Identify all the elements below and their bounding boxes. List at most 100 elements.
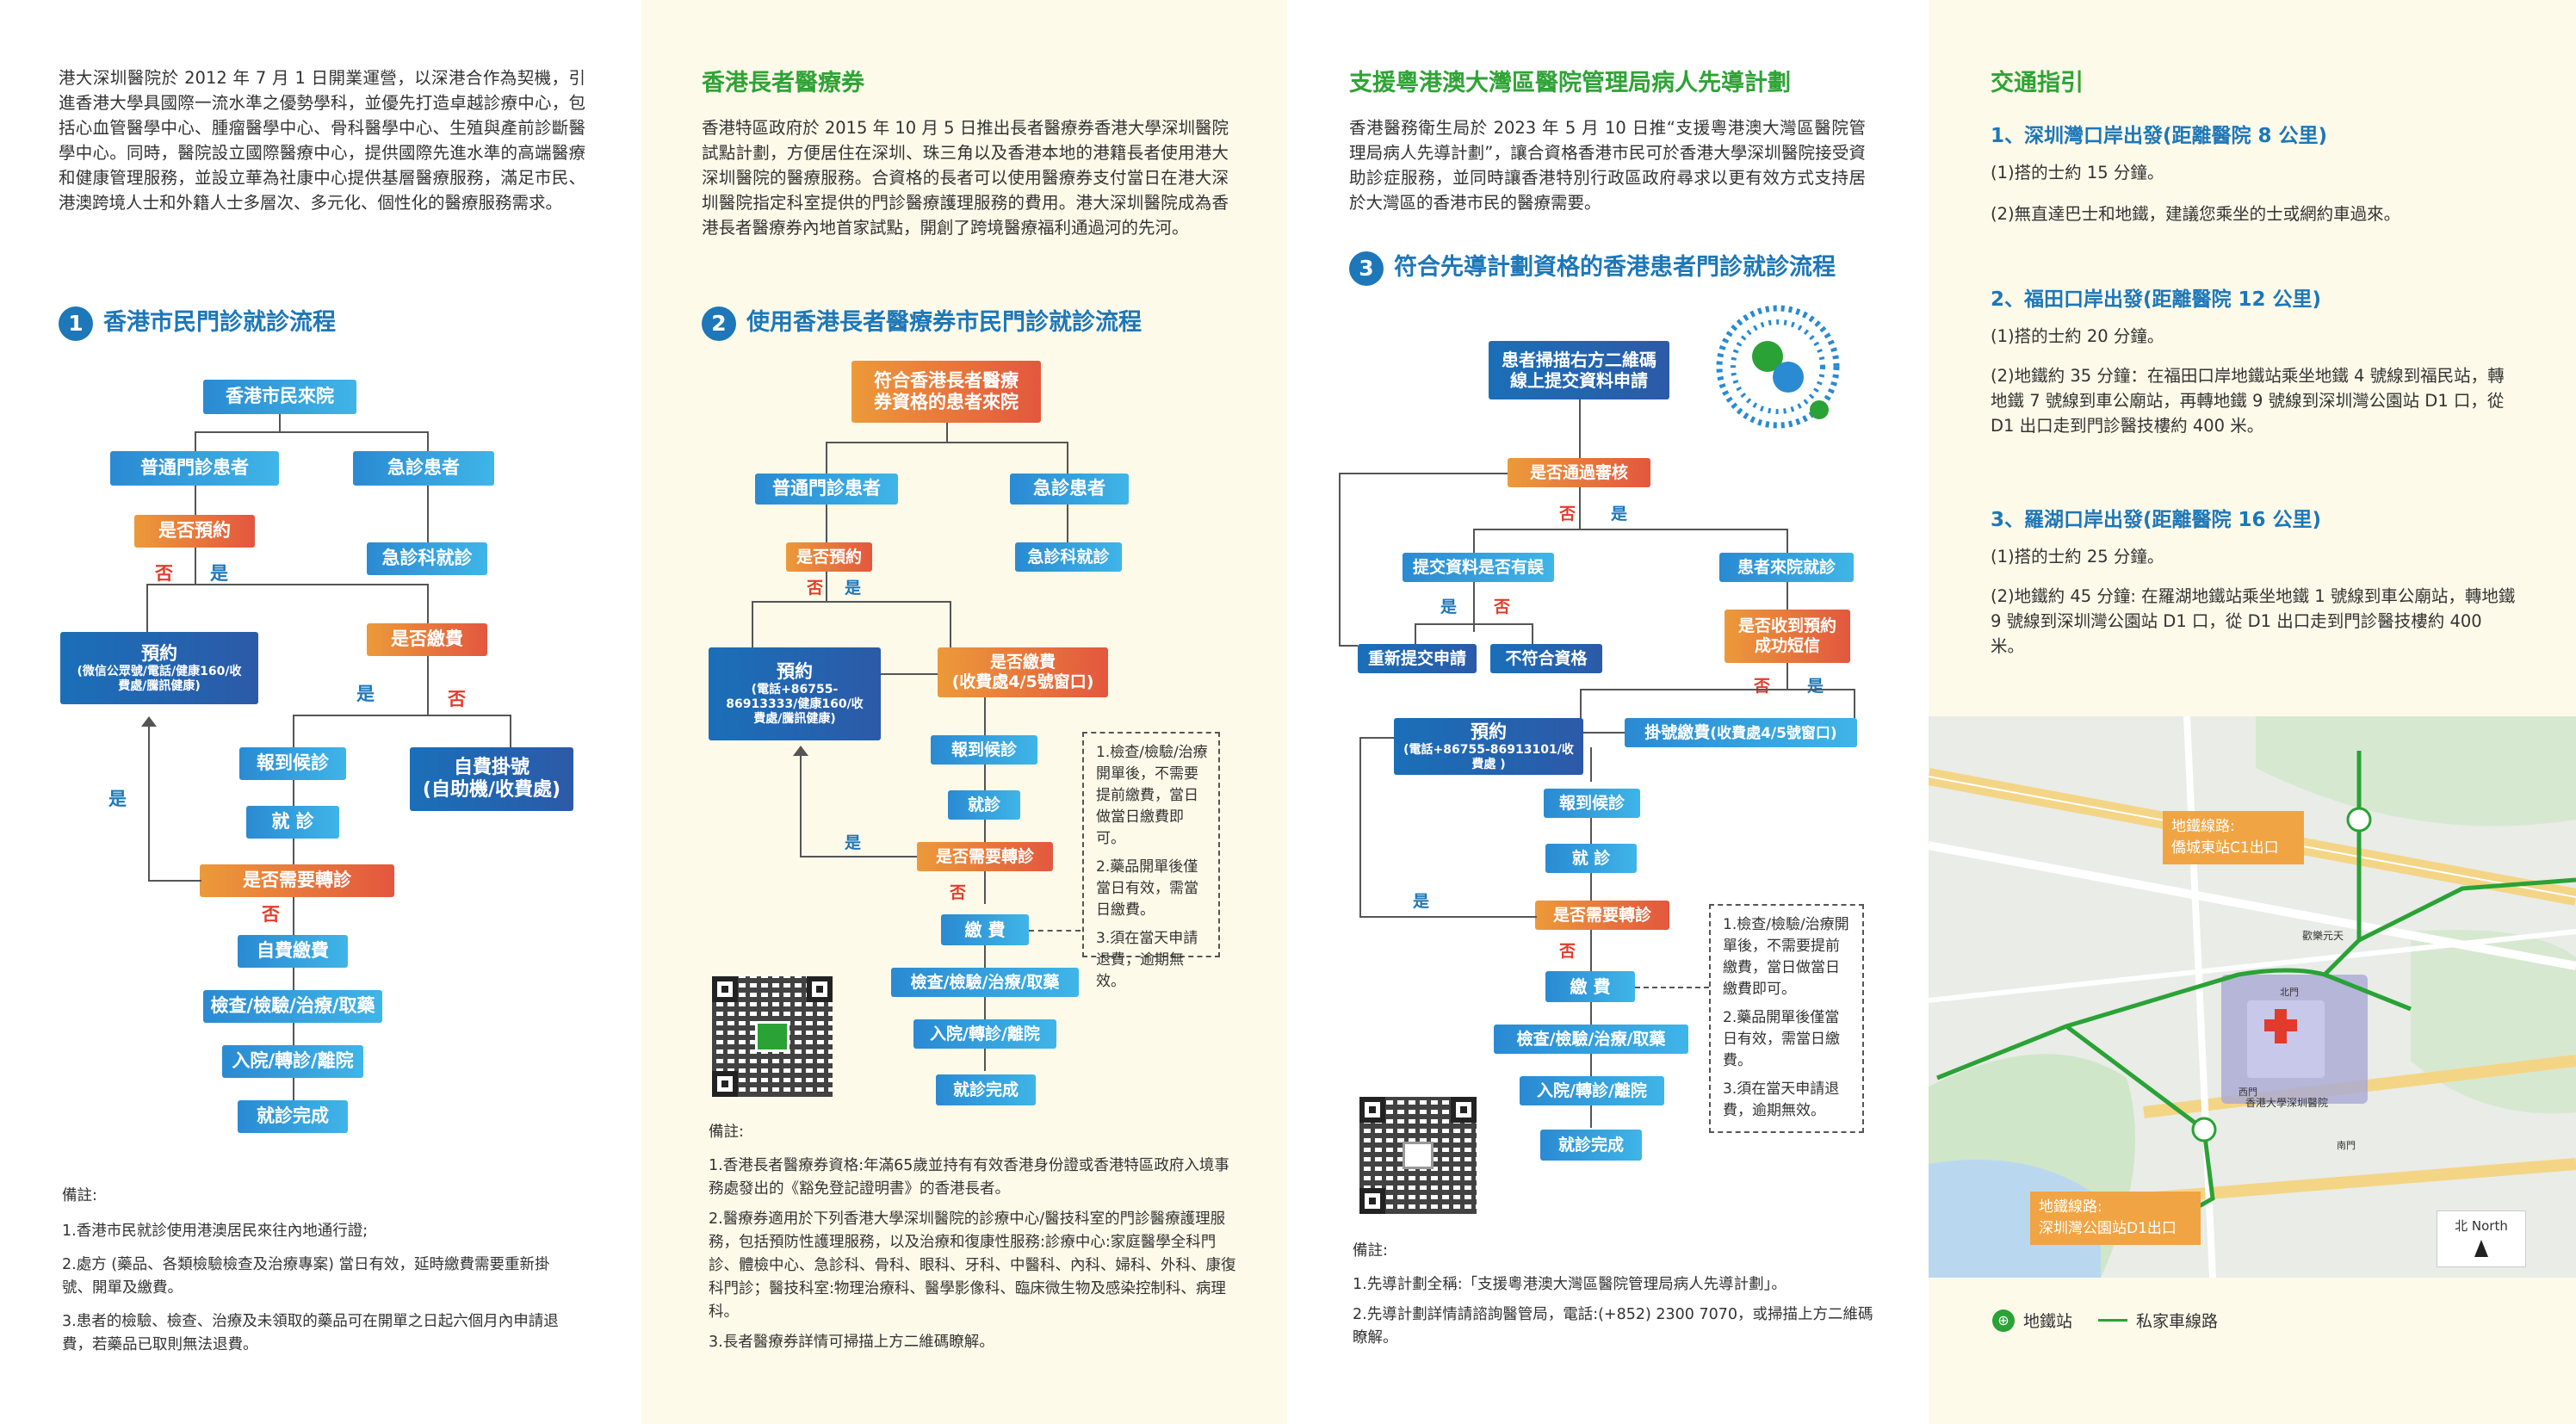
flow-referral: 是否需要轉診: [1535, 901, 1669, 930]
route-heading: 3、羅湖口岸出發(距離醫院 16 公里): [1991, 509, 2322, 531]
flow-general: 普通門診患者: [110, 451, 279, 486]
flow-checkin: 報到候診: [239, 747, 346, 780]
flow-exam: 檢查/檢驗/治療/取藥: [203, 990, 382, 1023]
gate-north: 北門: [2280, 987, 2299, 998]
route-heading: 1、深圳灣口岸出發(距離醫院 8 公里): [1991, 125, 2328, 147]
intro-text: 港大深圳醫院於 2012 年 7 月 1 日開業運營，以深港合作為契機，引進香港…: [59, 68, 585, 213]
metro-station-icon: ⊕: [1992, 1309, 2015, 1332]
pilot-qr-code[interactable]: [1712, 300, 1843, 436]
flow-emergency: 急診患者: [353, 451, 494, 486]
flow-admit: 入院/轉診/離院: [222, 1045, 363, 1078]
flow-reserved: 是否預約: [134, 515, 255, 548]
flow-admit: 入院/轉診/離院: [913, 1019, 1056, 1049]
flow-paid: 是否繳費: [367, 623, 487, 656]
payment-notes-box: 1.檢查/檢驗/治療開單後，不需要提前繳費，當日做當日繳費即可。 2.藥品開單後…: [1709, 904, 1864, 1133]
intro-text: 香港特區政府於 2015 年 10 月 5 日推出長者醫療券香港大學深圳醫院試點…: [702, 118, 1229, 238]
flow-resubmit: 重新提交申請: [1358, 644, 1477, 673]
flow-er-visit: 急診科就診: [1015, 542, 1122, 572]
qr-code[interactable]: [1359, 1097, 1477, 1214]
hospital-label: 香港大學深圳醫院: [2245, 1097, 2329, 1109]
gate-west: 西門: [2239, 1087, 2257, 1098]
route-line: (2)地鐵約 45 分鐘: 在羅湖地鐵站乘坐地鐵 1 號線到車公廟站，轉地鐵 9…: [1991, 586, 2516, 656]
section-number: 3: [1349, 251, 1384, 286]
flow-start: 符合香港長者醫療券資格的患者來院: [851, 361, 1041, 423]
note-item: 1.香港市民就診使用港澳居民來往內地通行證;: [62, 1223, 368, 1240]
note-item: 3.長者醫療券詳情可掃描上方二維碼瞭解。: [709, 1334, 994, 1351]
notes: 備註: 1.先導計劃全稱:「支援粵港澳大灣區醫院管理局病人先導計劃」。 2.先導…: [1353, 1240, 1886, 1350]
flow-book: 預約(電話+86755-86913101/收費處 ): [1394, 718, 1583, 775]
payment-notes-box: 1.檢查/檢驗/治療開單後，不需要提前繳費，當日做當日繳費即可。 2.藥品開單後…: [1082, 732, 1220, 990]
flow-book: 預約(微信公眾號/電話/健康160/收費處/騰訊健康): [60, 632, 258, 704]
flow-emergency: 急診患者: [1010, 474, 1129, 505]
notes-title: 備註:: [62, 1187, 97, 1204]
north-compass: 北 North: [2437, 1210, 2526, 1267]
park-label: 歡樂元天: [2302, 930, 2344, 942]
flow-general: 普通門診患者: [755, 474, 898, 505]
north-arrow-icon: [2474, 1240, 2488, 1257]
panel-elderly-voucher: 香港長者醫療券 香港特區政府於 2015 年 10 月 5 日推出長者醫療券香港…: [641, 0, 1287, 1424]
qr-code[interactable]: [712, 976, 833, 1097]
flow-docs: 提交資料是否有誤: [1403, 553, 1554, 582]
flow-fee: 繳 費: [1545, 971, 1635, 1002]
gate-south: 南門: [2337, 1140, 2356, 1151]
notes: 備註: 1.香港市民就診使用港澳居民來往內地通行證; 2.處方 (藥品、各類檢驗…: [62, 1185, 579, 1357]
flow-start: 香港市民來院: [203, 380, 356, 414]
section-number: 2: [702, 306, 736, 341]
note-item: 1.先導計劃全稱:「支援粵港澳大灣區醫院管理局病人先導計劃」。: [1353, 1276, 1786, 1293]
note-item: 2.處方 (藥品、各類檢驗檢查及治療專案) 當日有效，延時繳費需要重新掛號、開單…: [62, 1256, 550, 1297]
panel-title: 交通指引: [1991, 70, 2084, 96]
panel-title: 支援粵港澳大灣區醫院管理局病人先導計劃: [1349, 70, 1791, 96]
flow-exam: 檢查/檢驗/治療/取藥: [1494, 1025, 1688, 1054]
flow-referral: 是否需要轉診: [917, 842, 1053, 871]
route-line: (1)搭的士約 15 分鐘。: [1991, 163, 2164, 183]
qr-logo-icon: [755, 1021, 790, 1052]
route-heading: 2、福田口岸出發(距離醫院 12 公里): [1991, 288, 2322, 311]
note-item: 1.香港長者醫療券資格:年滿65歲並持有有效香港身份證或香港特區政府入境事務處發…: [709, 1157, 1229, 1198]
flow-checkin: 報到候診: [931, 735, 1037, 765]
notes: 備註: 1.香港長者醫療券資格:年滿65歲並持有有效香港身份證或香港特區政府入境…: [709, 1121, 1242, 1354]
location-map[interactable]: 地鐵線路: 僑城東站C1出口 地鐵線路: 深圳灣公園站D1出口 香港大學深圳醫院…: [1929, 716, 2576, 1278]
metro-callout-1: 地鐵線路: 僑城東站C1出口: [2163, 811, 2304, 864]
flow-consult: 就 診: [246, 806, 339, 839]
metro-callout-2: 地鐵線路: 深圳灣公園站D1出口: [2030, 1192, 2201, 1245]
flow-referral: 是否需要轉診: [200, 864, 394, 897]
route-line-icon: [2098, 1319, 2128, 1322]
flow-review: 是否通過審核: [1508, 458, 1650, 487]
route-line: (2)地鐵約 35 分鐘：在福田口岸地鐵站乘坐地鐵 4 號線到福民站，轉地鐵 7…: [1991, 366, 2505, 436]
flow-consult: 就 診: [1545, 844, 1637, 873]
intro-text: 香港醫務衛生局於 2023 年 5 月 10 日推“支援粵港澳大灣區醫院管理局病…: [1349, 118, 1866, 213]
flow-consult: 就診: [948, 790, 1020, 820]
flow-exam: 檢查/檢驗/治療/取藥: [891, 968, 1079, 997]
section-title-3: 3 符合先導計劃資格的香港患者門診就診流程: [1349, 248, 1836, 286]
section-title-text: 符合先導計劃資格的香港患者門診就診流程: [1394, 254, 1836, 281]
note-item: 2.醫療券適用於下列香港大學深圳醫院的診療中心/醫技科室的門診醫療護理服務，包括…: [709, 1210, 1236, 1321]
flow-done: 就診完成: [936, 1074, 1036, 1105]
route-line: (2)無直達巴士和地鐵，建議您乘坐的士或網約車過來。: [1991, 204, 2401, 224]
flow-admit: 入院/轉診/離院: [1520, 1076, 1664, 1105]
flow-sms: 是否收到預約 成功短信: [1725, 610, 1850, 663]
panel-hk-citizens: 港大深圳醫院於 2012 年 7 月 1 日開業運營，以深港合作為契機，引進香港…: [0, 0, 641, 1424]
panel-title: 香港長者醫療券: [702, 70, 864, 96]
note-item: 2.先導計劃詳情請諮詢醫管局，電話:(+852) 2300 7070，或掃描上方…: [1353, 1306, 1873, 1347]
flow-paid: 是否繳費(收費處4/5號窗口): [938, 647, 1108, 697]
flow-done: 就診完成: [1540, 1130, 1642, 1161]
qr-logo-icon: [1403, 1142, 1434, 1169]
section-title-text: 香港市民門診就診流程: [103, 309, 336, 336]
panel-gba-pilot: 支援粵港澳大灣區醫院管理局病人先導計劃 香港醫務衛生局於 2023 年 5 月 …: [1287, 0, 1929, 1424]
note-item: 3.患者的檢驗、檢查、治療及未領取的藥品可在開單之日起六個月內申請退費，若藥品已…: [62, 1313, 559, 1353]
panel-transport: 交通指引 1、深圳灣口岸出發(距離醫院 8 公里) (1)搭的士約 15 分鐘。…: [1929, 0, 2576, 1424]
flow-reg-pay: 掛號繳費(收費處4/5號窗口): [1625, 718, 1857, 747]
section-title-2: 2 使用香港長者醫療券市民門診就診流程: [702, 303, 1142, 341]
section-title-text: 使用香港長者醫療券市民門診就診流程: [746, 309, 1142, 336]
flow-arrive: 患者來院就診: [1719, 553, 1854, 582]
map-legend: ⊕ 地鐵站 私家車線路: [1992, 1309, 2218, 1332]
route-line: (1)搭的士約 25 分鐘。: [1991, 547, 2164, 567]
flow-fee: 繳 費: [941, 914, 1029, 945]
flow-unqualified: 不符合資格: [1490, 644, 1602, 673]
flow-reserved: 是否預約: [786, 542, 872, 572]
flow-er-visit: 急診科就診: [367, 542, 487, 575]
flow-checkin: 報到候診: [1544, 789, 1640, 818]
section-number: 1: [59, 306, 93, 341]
flow-scan: 患者掃描右方二維碼 線上提交資料申請: [1489, 341, 1669, 399]
